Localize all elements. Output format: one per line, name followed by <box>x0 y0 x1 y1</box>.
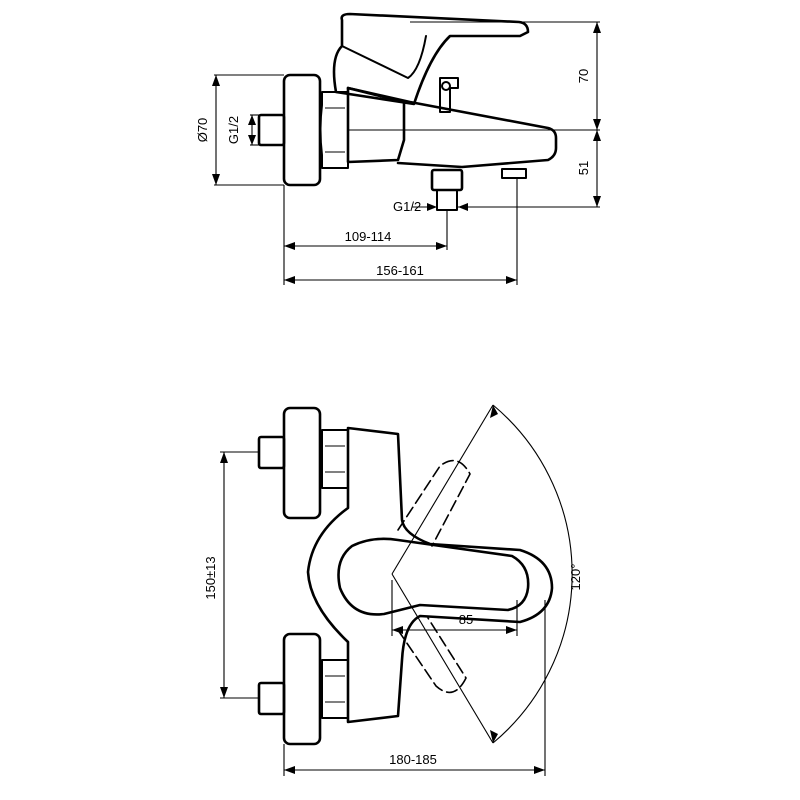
top-lower-nut <box>321 659 349 719</box>
top-upper-nut <box>321 429 349 489</box>
label-depth-spout: 156-161 <box>376 263 424 278</box>
label-centers: 150±13 <box>203 556 218 599</box>
top-upper-rosette <box>282 406 322 520</box>
side-wall-rosette <box>282 73 322 187</box>
label-depth-outlet: 109-114 <box>345 229 392 244</box>
lever-position-down <box>397 617 467 694</box>
label-thread-outlet: G1/2 <box>393 199 421 214</box>
side-lever-handle <box>332 12 530 106</box>
label-lever-reach: 85 <box>459 612 473 627</box>
side-aerator <box>501 168 527 179</box>
top-view: 150±13 85 120° 180-185 <box>203 404 583 776</box>
side-outlet-fitting <box>430 168 464 192</box>
label-diameter: Ø70 <box>195 118 210 143</box>
lever-position-up <box>397 459 471 547</box>
side-inlet-pipe <box>257 113 286 147</box>
label-swing-angle: 120° <box>568 564 583 591</box>
swing-arc <box>492 404 573 744</box>
label-height-lower: 51 <box>576 161 591 175</box>
side-spout <box>346 86 558 169</box>
side-view: Ø70 G1/2 70 51 G1/2 109-114 156-161 <box>195 12 601 285</box>
top-lower-inlet-pipe <box>257 681 286 716</box>
label-total-width: 180-185 <box>389 752 437 767</box>
top-upper-inlet-pipe <box>257 435 286 470</box>
side-connection-nut <box>319 91 349 169</box>
top-lever-handle <box>337 537 530 616</box>
label-thread-inlet: G1/2 <box>226 116 241 144</box>
label-height-upper: 70 <box>576 69 591 83</box>
top-lower-rosette <box>282 632 322 746</box>
